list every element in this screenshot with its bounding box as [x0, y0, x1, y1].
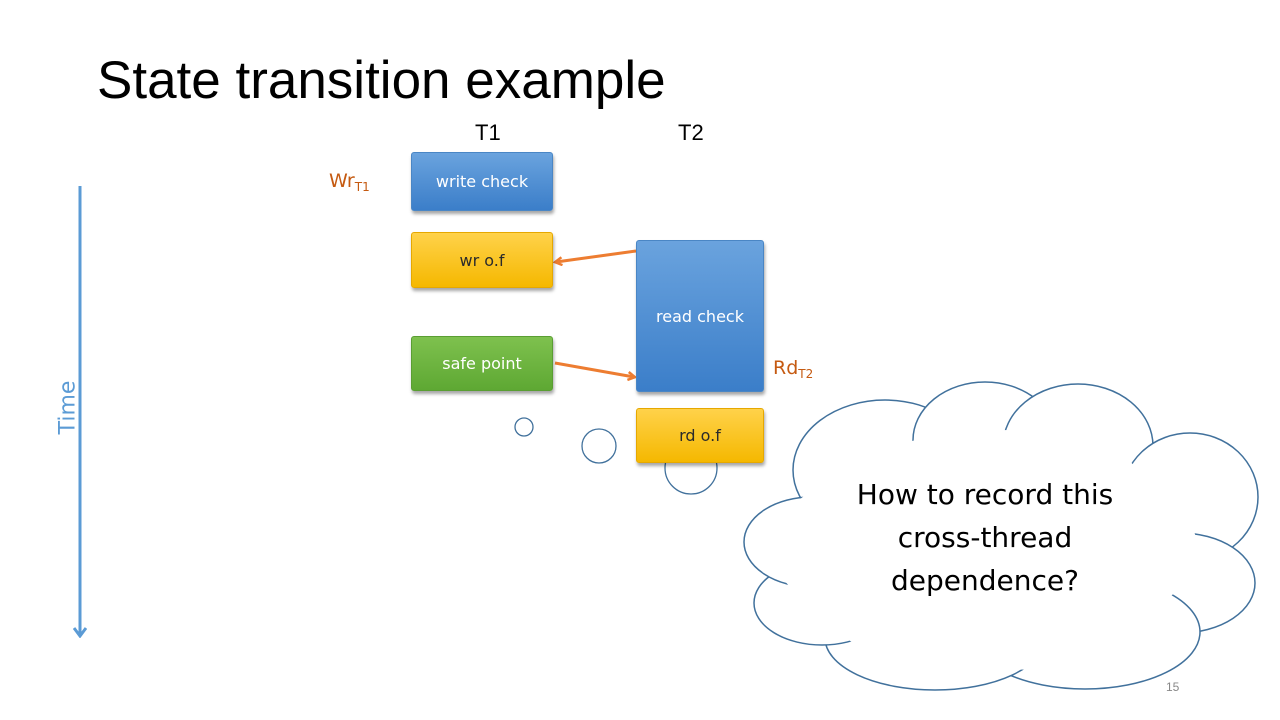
time-axis-label: Time — [55, 380, 81, 435]
rd-t2-label: RdT2 — [773, 357, 814, 381]
column-label-t1: T1 — [475, 120, 501, 145]
arrow-read-to-write — [556, 249, 637, 262]
safe-point-box: safe point — [411, 336, 553, 391]
read-check-box: read check — [636, 240, 764, 392]
wr-t1-label: WrT1 — [329, 170, 370, 194]
callout-line-2: cross-thread — [897, 521, 1073, 554]
cloud-callout — [743, 381, 1259, 691]
page-number: 15 — [1166, 680, 1180, 694]
callout-line-3: dependence? — [891, 564, 1079, 597]
thought-bubble-medium — [581, 428, 617, 464]
callout-line-1: How to record this — [856, 478, 1114, 511]
thought-bubble-small — [514, 417, 534, 437]
write-check-box: write check — [411, 152, 553, 211]
column-label-t2: T2 — [678, 120, 704, 145]
arrow-safepoint-to-read — [554, 361, 634, 377]
slide-title: State transition example — [97, 51, 666, 110]
wr-of-box: wr o.f — [411, 232, 553, 288]
rd-of-box: rd o.f — [636, 408, 764, 463]
callout-text: How to record this cross-thread dependen… — [800, 473, 1170, 602]
